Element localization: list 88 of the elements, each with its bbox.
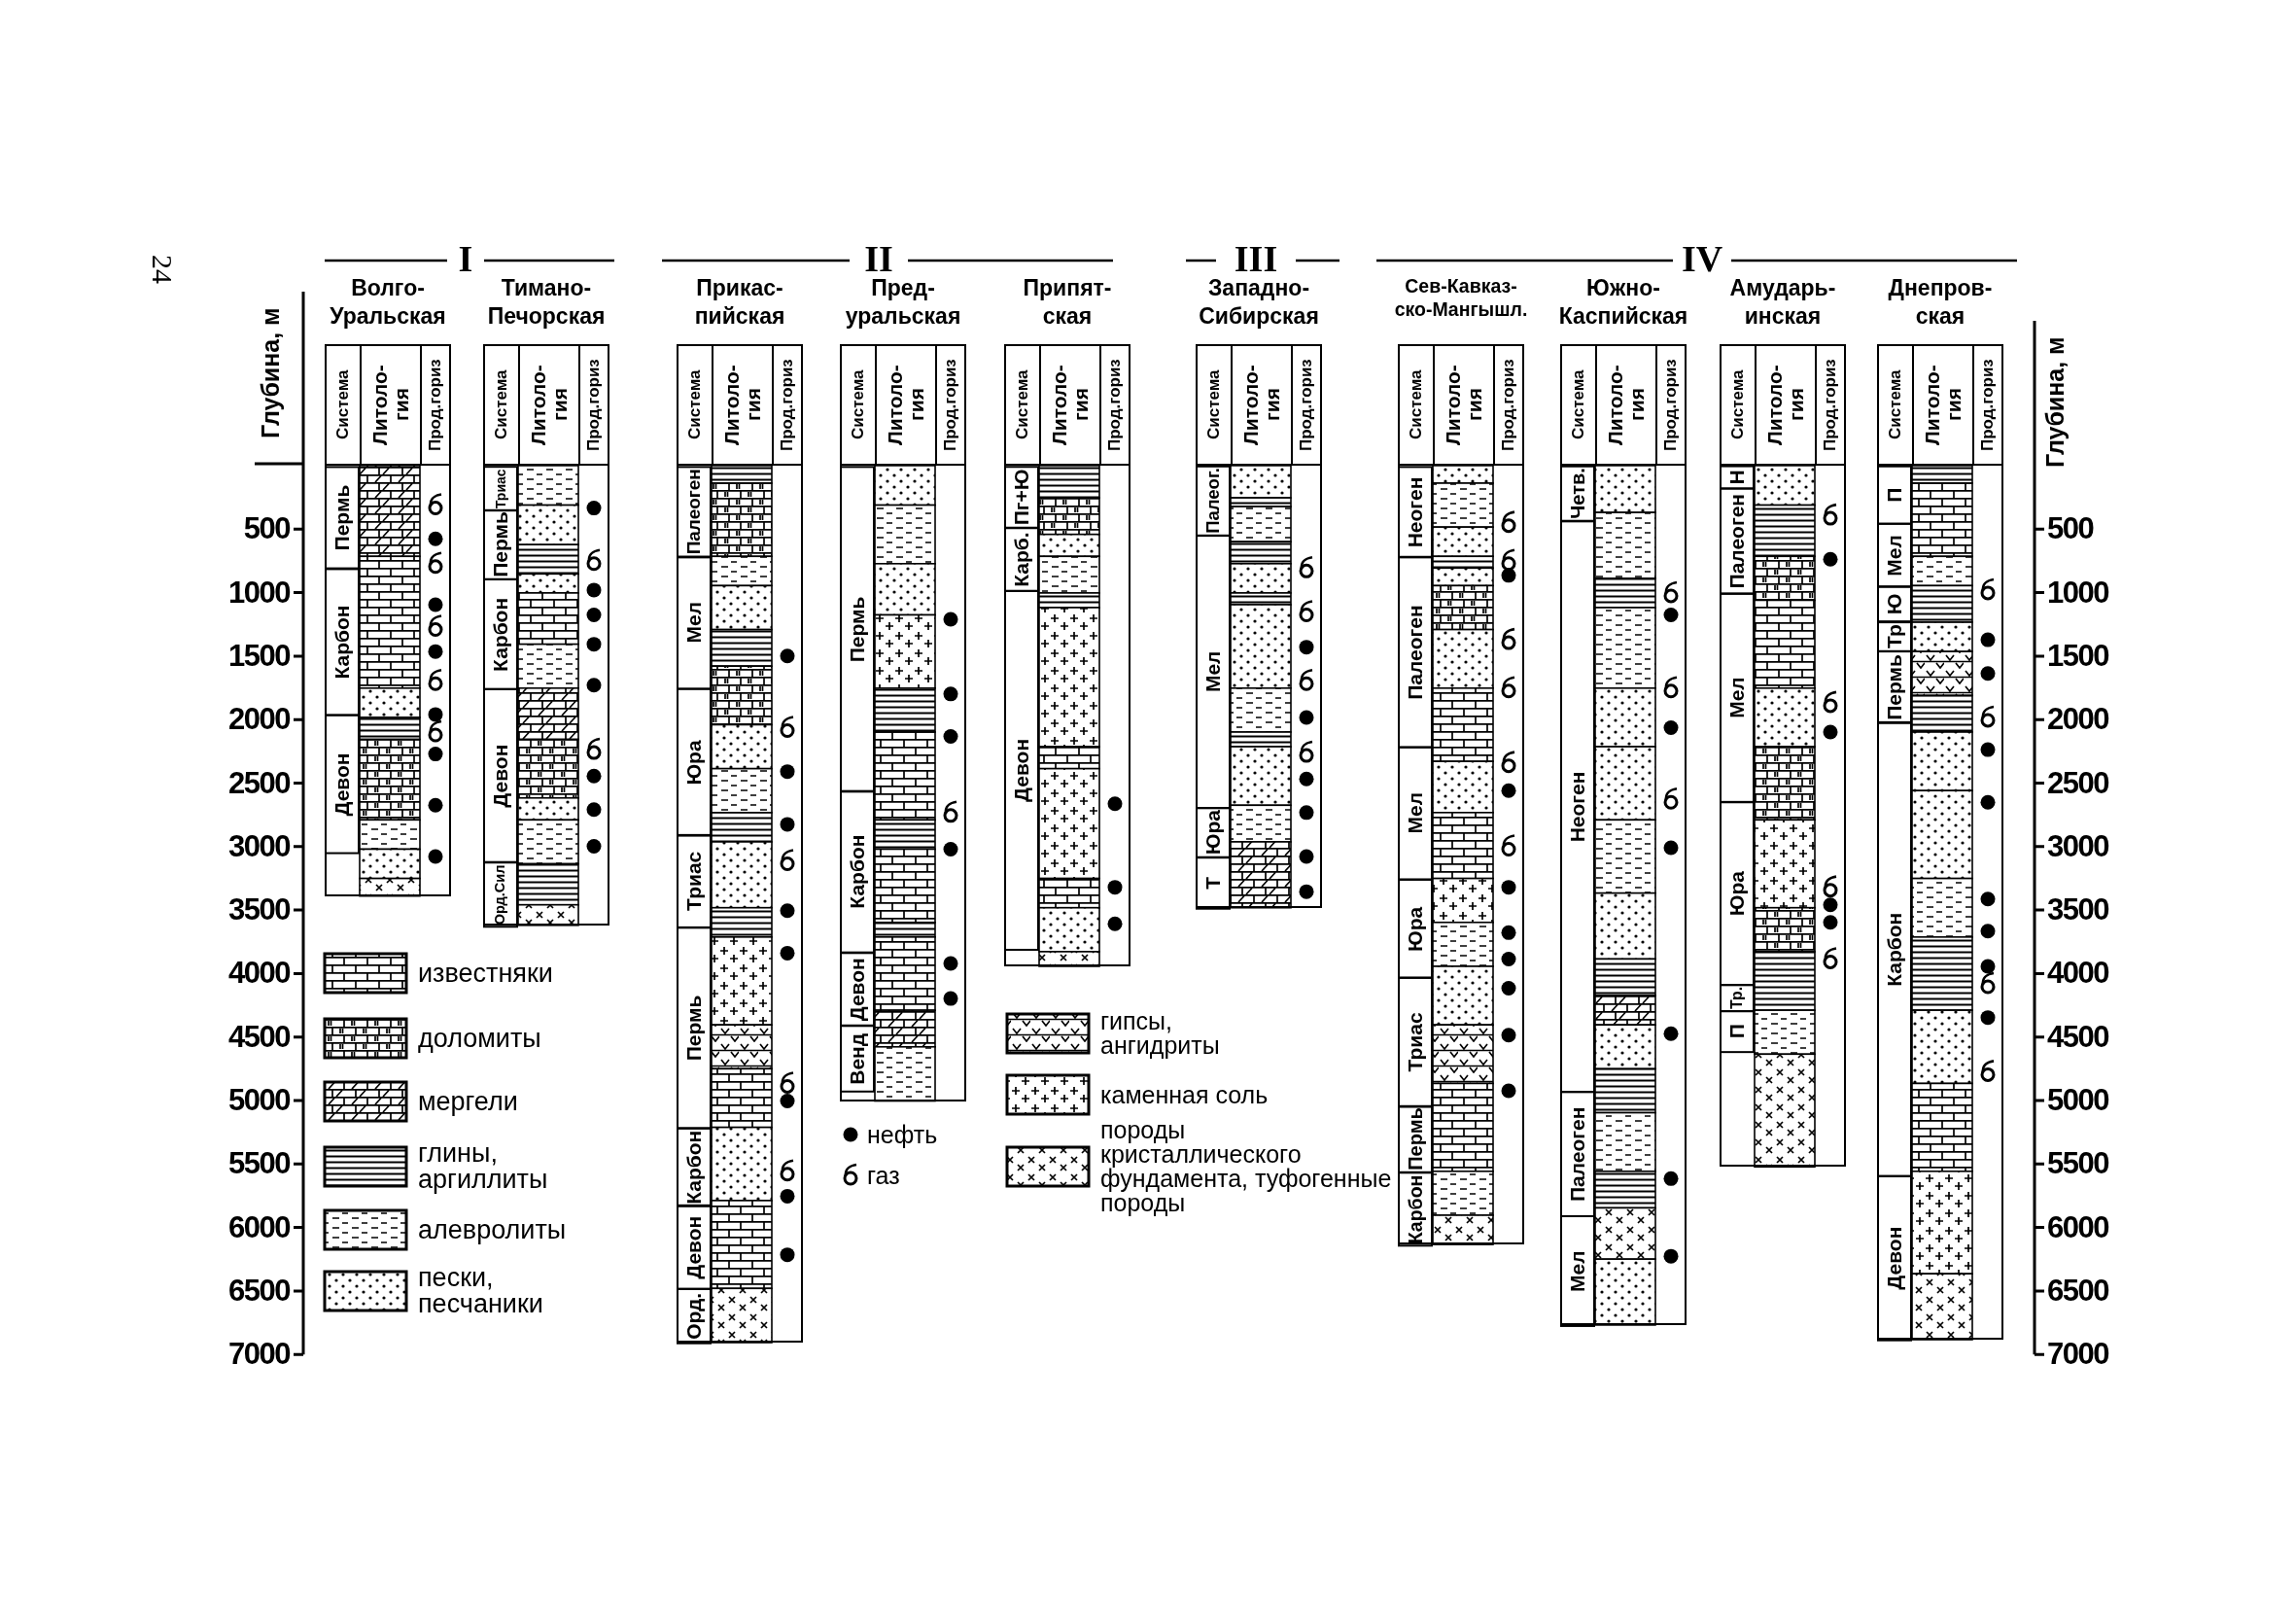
legend-label: пески, песчаники (418, 1265, 544, 1317)
system-interval: Орд.Сил (483, 860, 518, 927)
axis-title: Глубина, м (2039, 335, 2070, 471)
legend-label: нефть (867, 1122, 939, 1147)
depth-tick-label: 5500 (227, 1146, 290, 1182)
depth-tick-label: 5000 (2047, 1083, 2108, 1118)
system-interval: Юра (1398, 878, 1433, 979)
system-interval: Триас (677, 834, 712, 929)
legend-label: гипсы, ангидриты (1100, 1009, 1221, 1058)
system-interval: Девон (483, 687, 518, 863)
system-interval: Карбон (840, 790, 875, 954)
basin-name: Сев-Кавказ- ско-Мангышл. (1393, 274, 1529, 323)
basin-name: Прикас- пийская (693, 274, 786, 331)
legend-label: каменная соль (1100, 1082, 1270, 1107)
system-interval: Тр. (1720, 984, 1755, 1013)
system-interval: Палеог. (1196, 465, 1231, 537)
depth-tick-label: 2500 (2047, 765, 2108, 801)
system-interval: Карб. (1004, 527, 1039, 592)
system-interval: Палеоген (1720, 487, 1755, 595)
depth-tick-label: 2000 (2047, 702, 2108, 738)
depth-tick-label: 4500 (227, 1019, 290, 1055)
legend-label: породы кристаллического фундамента, туфогенные породы (1100, 1118, 1392, 1215)
legend-label: газ (867, 1163, 901, 1188)
depth-tick-label: 500 (242, 511, 290, 547)
system-interval: П (1720, 1010, 1755, 1054)
depth-tick-label: 1000 (227, 575, 290, 611)
system-interval: Мел (1560, 1214, 1595, 1327)
system-interval: Четв. (1560, 465, 1595, 522)
depth-tick-label: 7000 (2047, 1337, 2108, 1373)
system-interval: Тр (1877, 620, 1912, 652)
depth-tick-label: 6500 (2047, 1273, 2108, 1309)
depth-tick-label: 4000 (2047, 956, 2108, 992)
depth-tick-label: 4000 (227, 956, 290, 992)
depth-tick-label: 2500 (227, 765, 290, 801)
system-interval: Мел (1720, 592, 1755, 803)
depth-tick-label: 3000 (227, 828, 290, 864)
system-interval: Т (1196, 856, 1231, 910)
legend-label: известняки (418, 960, 554, 987)
system-interval: П (1877, 465, 1912, 525)
system-interval: Девон (325, 714, 360, 855)
legend-label: мергели (418, 1088, 519, 1115)
depth-tick-label: 5000 (227, 1083, 290, 1118)
system-interval: Карбон (1398, 1171, 1433, 1247)
depth-tick-label: 3500 (2047, 892, 2108, 928)
depth-tick-label: 1500 (227, 638, 290, 674)
system-interval: Мел (1398, 747, 1433, 881)
system-interval: Юра (1196, 806, 1231, 858)
group-numeral: I (457, 239, 474, 278)
system-interval: Мел (1877, 522, 1912, 588)
system-interval: Н (1720, 465, 1755, 490)
depth-tick-label: 3000 (2047, 828, 2108, 864)
system-interval: Девон (1877, 1175, 1912, 1342)
basin-name: Припят- ская (1022, 274, 1113, 331)
basin-name: Тимано- Печорская (486, 274, 607, 331)
system-interval: Юра (1720, 800, 1755, 987)
depth-tick-label: 6000 (227, 1209, 290, 1245)
depth-tick-label: 1000 (2047, 575, 2108, 611)
depth-tick-label: 6500 (227, 1273, 290, 1309)
system-interval: Венд (840, 1025, 875, 1093)
system-interval: Пермь (483, 509, 518, 580)
system-interval: Девон (1004, 589, 1039, 951)
page-number: 24 (146, 255, 179, 284)
system-interval: Мел (1196, 534, 1231, 809)
system-interval: Карбон (325, 568, 360, 717)
depth-tick-label: 4500 (2047, 1019, 2108, 1055)
system-interval: Мел (677, 556, 712, 690)
system-interval: Палеоген (1560, 1090, 1595, 1217)
system-interval: Ю (1877, 585, 1912, 623)
system-interval: Неоген (1560, 519, 1595, 1093)
depth-tick-label: 2000 (227, 702, 290, 738)
system-interval: Карбон (483, 577, 518, 690)
basin-name: Днепров- ская (1887, 274, 1994, 331)
legend-label: алевролиты (418, 1216, 568, 1243)
depth-tick-label: 3500 (227, 892, 290, 928)
depth-tick-label: 5500 (2047, 1146, 2108, 1182)
depth-tick-label: 1500 (2047, 638, 2108, 674)
basin-name: Амударь- инская (1728, 274, 1837, 331)
system-interval: Триас (1398, 976, 1433, 1107)
depth-tick-label: 7000 (227, 1337, 290, 1373)
legend-label: доломиты (418, 1025, 542, 1052)
basin-name: Волго- Уральская (329, 274, 447, 331)
system-interval: Орд. (677, 1288, 712, 1345)
system-interval: Пермь (677, 926, 712, 1130)
depth-tick-label: 6000 (2047, 1209, 2108, 1245)
legend-label: глины, аргиллиты (418, 1140, 549, 1193)
depth-tick-label: 500 (2047, 511, 2094, 547)
system-interval: Пермь (1398, 1105, 1433, 1173)
axis-title: Глубина, м (255, 306, 285, 441)
